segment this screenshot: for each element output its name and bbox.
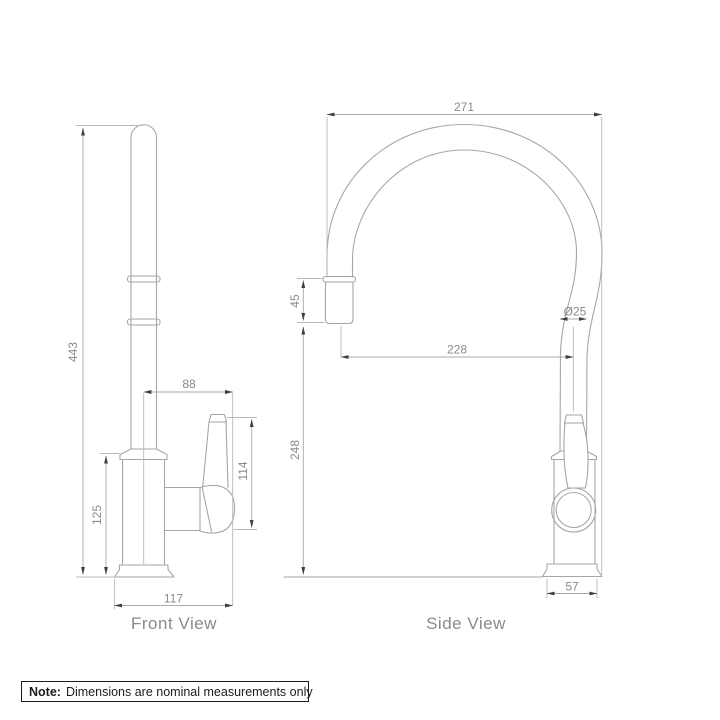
front-view-drawing	[113, 124, 236, 578]
front-spout-collar-lower	[126, 318, 161, 326]
note-box: Note: Dimensions are nominal measurement…	[21, 681, 313, 702]
dim-front-body-height: 125	[90, 505, 104, 525]
side-handle-lever	[563, 422, 589, 489]
dim-front-base-width: 117	[164, 592, 183, 606]
note-prefix: Note:	[29, 684, 61, 699]
front-body-cap	[119, 448, 168, 461]
dim-side-base-depth: 57	[565, 580, 579, 594]
side-view-label: Side View	[426, 614, 506, 633]
front-base	[113, 564, 175, 578]
dim-side-outlet-height: 248	[288, 440, 302, 460]
side-view-dimension-lines	[301, 112, 603, 596]
dim-front-overall-height: 443	[66, 342, 80, 362]
side-base	[541, 563, 603, 578]
front-valve-housing	[199, 484, 236, 534]
side-view-drawing	[283, 123, 603, 578]
side-spout-inner	[351, 149, 578, 452]
note-text: Dimensions are nominal measurements only	[65, 684, 313, 699]
side-ring-outer	[551, 487, 597, 533]
side-spout-outer	[326, 123, 603, 452]
front-handle-lever	[201, 421, 229, 533]
side-ring-inner	[555, 491, 592, 529]
front-view-dimension-lines	[81, 127, 254, 608]
front-view-label: Front View	[131, 614, 217, 633]
dim-side-outlet-length: 45	[288, 294, 302, 308]
dim-side-spout-reach: 271	[454, 100, 474, 114]
dim-front-handle-height: 114	[236, 461, 250, 480]
front-valve-step	[163, 486, 201, 532]
side-outlet-tube	[324, 281, 354, 325]
side-outlet-collar	[322, 275, 357, 283]
dim-side-outlet-to-center: 228	[447, 343, 467, 357]
dim-side-spout-diameter: Ø25	[564, 305, 587, 319]
side-view-extension-lines	[297, 117, 603, 598]
front-view-extension-lines	[76, 125, 257, 609]
front-handle-cap	[208, 413, 228, 423]
dim-front-spout-to-handle: 88	[182, 377, 196, 391]
front-spout-collar-upper	[126, 275, 161, 283]
side-handle-cap	[563, 414, 585, 424]
front-spout-pipe	[130, 124, 158, 450]
